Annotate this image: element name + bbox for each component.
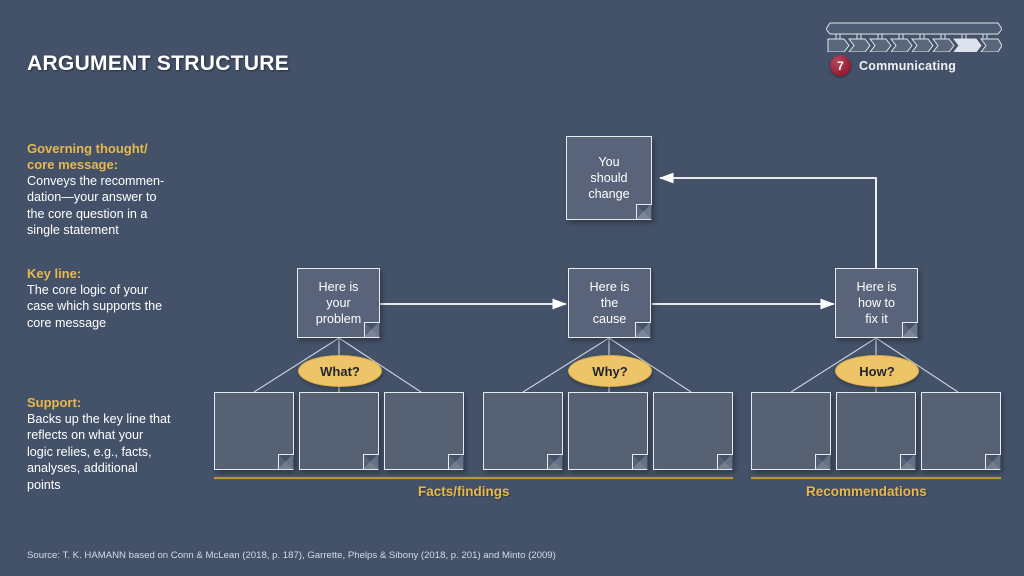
support-box[interactable] — [653, 392, 733, 470]
page-fold-icon — [901, 321, 918, 338]
legend-block-governing-thought: Governing thought/core message: Conveys … — [27, 141, 207, 239]
legend-block-key-line: Key line: The core logic of your case wh… — [27, 266, 207, 331]
page-fold-icon — [716, 453, 733, 470]
ellipse-question-why-label: Why? — [592, 363, 628, 379]
page-fold-icon — [546, 453, 563, 470]
support-box[interactable] — [836, 392, 916, 470]
band-label-facts-findings: Facts/findings — [418, 484, 510, 499]
legend-body-governing-thought: Conveys the recommen- dation—your answer… — [27, 174, 165, 238]
page-fold-icon — [363, 321, 380, 338]
ellipse-question-why[interactable]: Why? — [568, 355, 652, 387]
legend-heading-governing-thought: Governing thought/core message: — [27, 141, 148, 172]
page-fold-icon — [277, 453, 294, 470]
step-label: Communicating — [859, 58, 957, 73]
page-fold-icon — [814, 453, 831, 470]
page-fold-icon — [362, 453, 379, 470]
legend-body-key-line: The core logic of your case which suppor… — [27, 283, 163, 330]
support-box[interactable] — [921, 392, 1001, 470]
step-badge: 7 Communicating — [830, 55, 956, 76]
node-key-line-3[interactable]: Here is how to fix it — [835, 268, 918, 338]
progress-chevron-graphic — [825, 22, 1003, 53]
page-fold-icon — [447, 453, 464, 470]
page-title: ARGUMENT STRUCTURE — [27, 52, 290, 75]
step-number-badge: 7 — [830, 55, 851, 76]
node-core-message-text: You should change — [588, 155, 630, 201]
legend-heading-support: Support: — [27, 395, 82, 410]
node-key-line-2-text: Here is the cause — [589, 280, 630, 326]
band-label-recommendations: Recommendations — [806, 484, 927, 499]
support-box[interactable] — [751, 392, 831, 470]
page-fold-icon — [631, 453, 648, 470]
node-key-line-1[interactable]: Here is your problem — [297, 268, 380, 338]
node-key-line-2[interactable]: Here is the cause — [568, 268, 651, 338]
support-box[interactable] — [299, 392, 379, 470]
ellipse-question-what[interactable]: What? — [298, 355, 382, 387]
legend-block-support: Support: Backs up the key line that refl… — [27, 395, 207, 493]
page-fold-icon — [635, 203, 652, 220]
page-fold-icon — [634, 321, 651, 338]
ellipse-question-how[interactable]: How? — [835, 355, 919, 387]
legend-heading-key-line: Key line: — [27, 266, 82, 281]
support-box[interactable] — [214, 392, 294, 470]
support-box[interactable] — [384, 392, 464, 470]
support-box[interactable] — [568, 392, 648, 470]
legend-body-support: Backs up the key line that reflects on w… — [27, 412, 171, 492]
ellipse-question-what-label: What? — [320, 363, 360, 379]
node-core-message[interactable]: You should change — [566, 136, 652, 220]
source-citation: Source: T. K. HAMANN based on Conn & McL… — [27, 550, 556, 561]
support-box[interactable] — [483, 392, 563, 470]
ellipse-question-how-label: How? — [859, 363, 895, 379]
node-key-line-3-text: Here is how to fix it — [856, 280, 897, 326]
node-key-line-1-text: Here is your problem — [315, 280, 362, 326]
page-fold-icon — [899, 453, 916, 470]
page-fold-icon — [984, 453, 1001, 470]
